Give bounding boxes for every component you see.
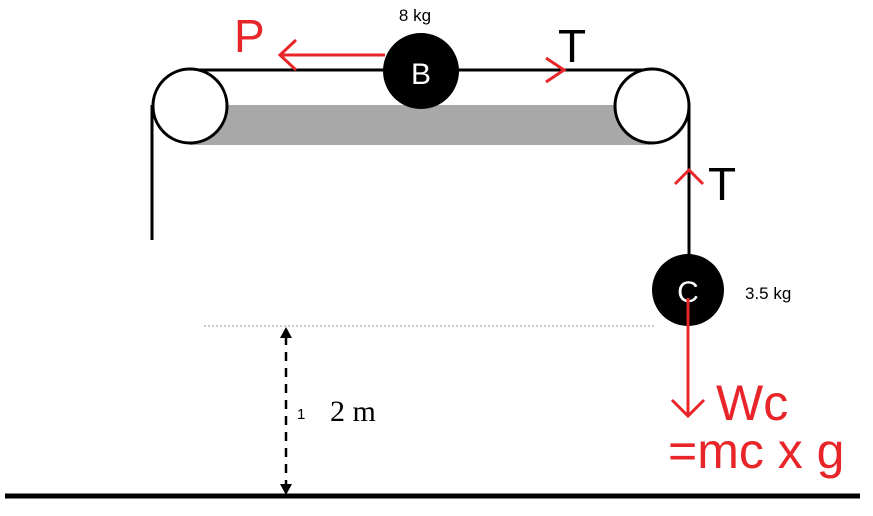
block-c-mass: 3.5 kg bbox=[745, 284, 791, 303]
tension-vertical-arrowhead bbox=[673, 167, 705, 186]
tension-horizontal-label: T bbox=[558, 20, 586, 72]
weight-label: Wc bbox=[716, 375, 788, 431]
block-b bbox=[383, 33, 459, 109]
weight-formula: =mc x g bbox=[668, 423, 844, 479]
left-pulley bbox=[151, 67, 229, 145]
force-p-label: P bbox=[234, 10, 265, 62]
block-c-label: C bbox=[677, 276, 699, 309]
tension-vertical-label: T bbox=[708, 158, 736, 210]
block-b-label: B bbox=[411, 58, 431, 91]
force-p-arrowhead bbox=[277, 38, 298, 72]
block-b-mass: 8 kg bbox=[399, 6, 431, 25]
table-surface bbox=[190, 105, 650, 145]
tension-horizontal-arrowhead bbox=[545, 56, 567, 84]
height-arrowhead-bottom bbox=[280, 484, 292, 495]
height-label: 2 m bbox=[330, 395, 376, 428]
weight-arrowhead bbox=[670, 398, 706, 419]
height-arrowhead-top bbox=[280, 327, 292, 338]
height-small-mark: 1 bbox=[297, 406, 305, 423]
right-pulley bbox=[613, 67, 691, 145]
block-c bbox=[652, 254, 724, 326]
